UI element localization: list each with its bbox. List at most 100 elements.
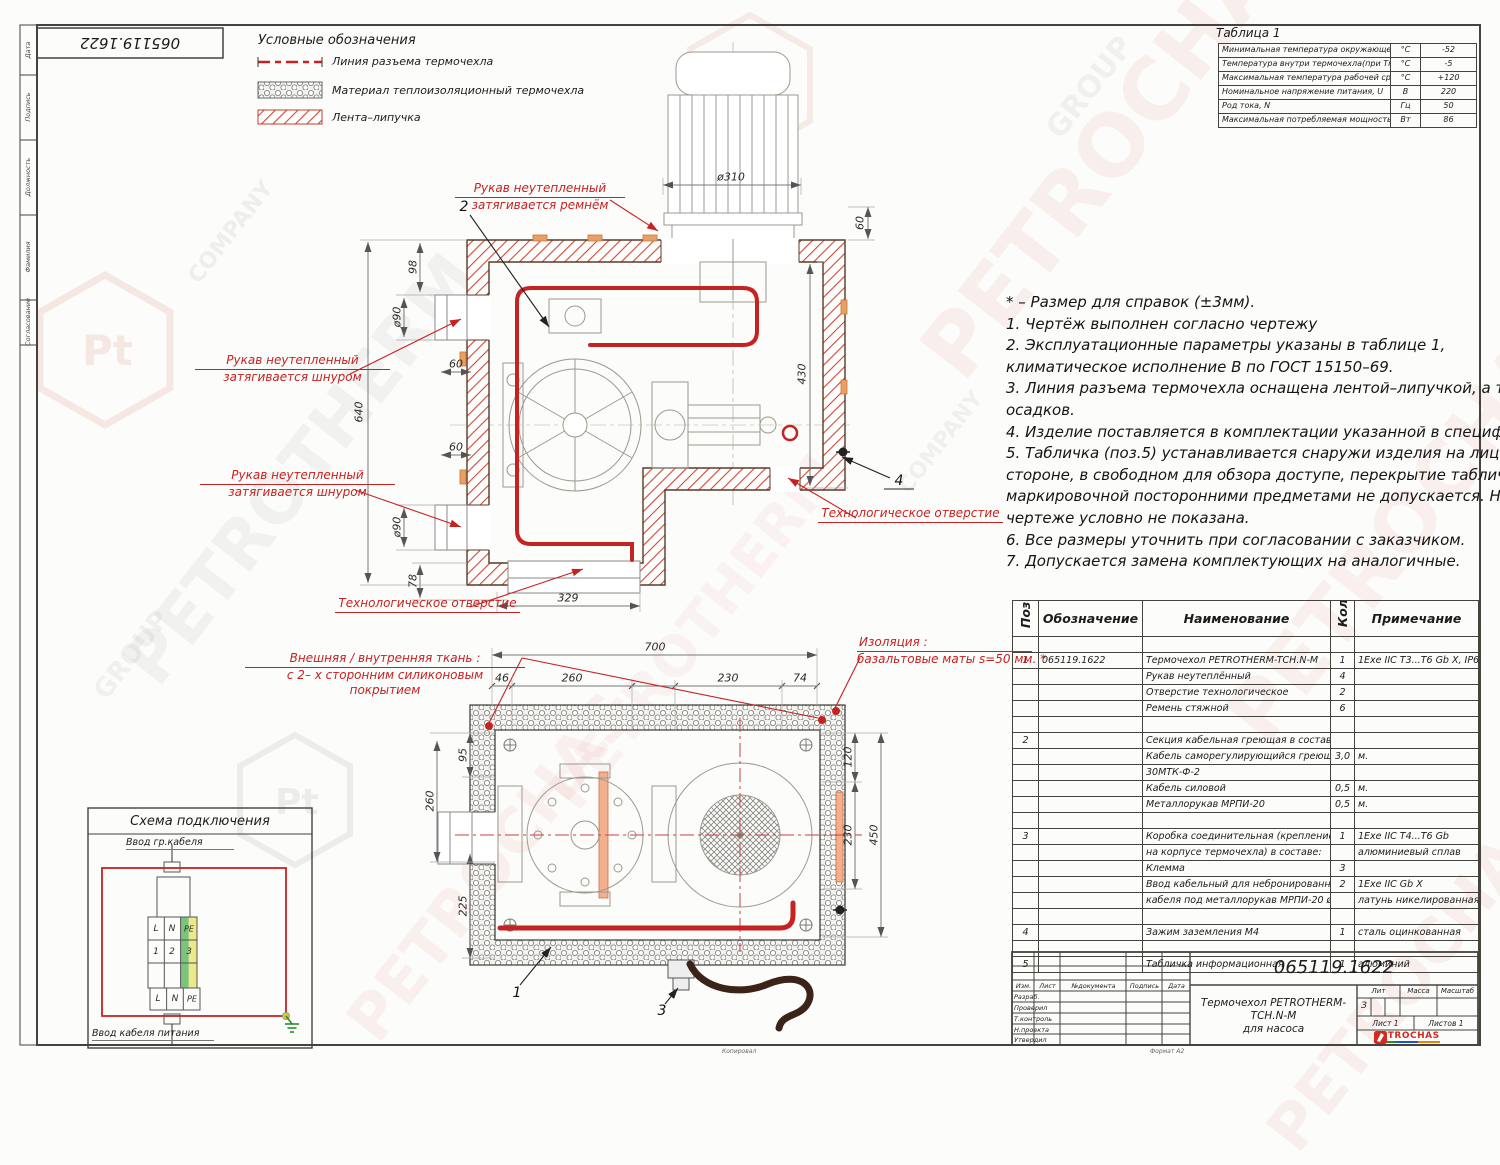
table-cell xyxy=(1012,812,1039,829)
table-cell xyxy=(1038,668,1143,685)
table-cell: 2 xyxy=(1330,684,1355,701)
centerlines xyxy=(455,718,862,952)
dim-78: 78 xyxy=(406,574,420,588)
table-cell xyxy=(1038,748,1143,765)
connection-scheme xyxy=(87,807,313,1049)
legend-symbols xyxy=(257,57,323,125)
note-line: 3. Линия разъема термочехла оснащена лен… xyxy=(1006,379,1500,398)
heating-cable-bottom xyxy=(497,900,796,931)
item-number-2: 2 xyxy=(459,199,469,215)
table-cell: Рукав неутеплённый xyxy=(1142,668,1331,685)
table-cell: °С xyxy=(1390,57,1421,72)
dim-230-a: 230 xyxy=(717,671,739,685)
terminal-N-top: N xyxy=(168,924,176,934)
table-cell: °С xyxy=(1390,43,1421,58)
table-row: 30МТК-Ф-2 xyxy=(1012,764,1479,781)
titleblock-col-date: Дата xyxy=(1168,982,1185,990)
note-line: климатическое исполнение В по ГОСТ 15150… xyxy=(1006,357,1394,376)
table-cell: -52 xyxy=(1420,43,1477,58)
callout-line: затягивается шнуром xyxy=(228,485,367,499)
titleblock-doc-number: 065119.1622 xyxy=(1273,957,1395,978)
table-cell: 1 xyxy=(1330,652,1355,669)
table-cell: 3 xyxy=(1012,828,1039,845)
table-row xyxy=(1012,940,1479,957)
dim-60-c: 60 xyxy=(853,216,867,230)
note-line: 7. Допускается замена комплектующих на а… xyxy=(1006,552,1461,571)
petrochas-logo-icon xyxy=(1374,1031,1387,1044)
table-cell xyxy=(1012,892,1039,909)
titleblock-lit-value: З xyxy=(1361,1001,1367,1011)
table-row xyxy=(1012,636,1479,653)
table-cell xyxy=(1330,892,1355,909)
note-line: 6. Все размеры уточнить при согласовании… xyxy=(1006,530,1466,549)
table-row xyxy=(1012,908,1479,925)
table-cell: алюминий xyxy=(1354,956,1479,973)
table-cell xyxy=(1012,860,1039,877)
table-cell: Кабель силовой xyxy=(1142,780,1331,797)
titleblock-col-list: Лист xyxy=(1039,982,1056,990)
bolts xyxy=(503,738,813,932)
table-cell xyxy=(1038,764,1143,781)
scheme-wire-loop xyxy=(101,867,287,1017)
table-cell xyxy=(1038,796,1143,813)
dim-700: 700 xyxy=(644,640,666,654)
text-layer: 065119.1622 Дата Подпись Должность Фамил… xyxy=(24,26,1500,1055)
titleblock-mass-label: Масса xyxy=(1407,987,1430,995)
table-cell: 220 xyxy=(1420,85,1477,100)
dim-430: 430 xyxy=(795,363,809,385)
table-cell: кабеля под металлорукав МРПИ-20 ø6–14мм. xyxy=(1142,892,1331,909)
terminal-1: 1 xyxy=(153,947,159,957)
note-line: 1. Чертёж выполнен согласно чертежу xyxy=(1006,314,1318,333)
table-cell xyxy=(1012,748,1039,765)
table-cell: 1Exe IIC T4...T6 Gb xyxy=(1354,828,1479,845)
strip-label-date: Дата xyxy=(24,41,32,59)
table-cell: 3,0 xyxy=(1330,748,1355,765)
cable-loop xyxy=(781,424,799,442)
table-cell xyxy=(1354,684,1479,701)
dim-46: 46 xyxy=(495,671,509,685)
table-cell xyxy=(1354,636,1479,653)
insulation-material-swatch xyxy=(257,81,323,99)
callout-sleeve-cord-2: Рукав неутепленный затягивается шнуром xyxy=(200,468,395,500)
drawing-canvas xyxy=(19,24,1481,1049)
table-cell xyxy=(1330,764,1355,781)
table-cell xyxy=(1012,844,1039,861)
table-cell: 0,5 xyxy=(1330,796,1355,813)
titleblock-col-sign: Подпись xyxy=(1129,982,1160,990)
table-cell: Зажим заземления М4 xyxy=(1142,924,1331,941)
spec-header-note: Примечание xyxy=(1354,600,1479,637)
table-cell xyxy=(1012,796,1039,813)
table-cell: Секция кабельная греющая в составе: xyxy=(1142,732,1331,749)
callout-line: Изоляция : xyxy=(857,635,1032,652)
titleblock-row-developed: Разраб. xyxy=(1014,993,1040,1001)
table-cell: 1 xyxy=(1330,828,1355,845)
table-cell xyxy=(1142,908,1331,925)
table-cell: 065119.1622 xyxy=(1038,652,1143,669)
dim-95: 95 xyxy=(456,748,470,762)
note-line: * – Размер для справок (±3мм). xyxy=(1006,293,1256,311)
titleblock-row-nproject: Н.проекта xyxy=(1014,1026,1050,1034)
table-cell xyxy=(1354,764,1479,781)
terminal-L-top: L xyxy=(153,924,159,934)
legend-item-label: Линия разъема термочехла xyxy=(332,55,494,68)
table-cell: алюминиевый сплав xyxy=(1354,844,1479,861)
table-cell: 86 xyxy=(1420,113,1477,128)
table-cell: м. xyxy=(1354,796,1479,813)
table-cell xyxy=(1354,716,1479,733)
note-line: 2. Эксплуатационные параметры указаны в … xyxy=(1006,336,1446,355)
leader-lines xyxy=(349,199,914,1005)
table-cell: 1Exe IIC T3...T6 Gb X, IP65 xyxy=(1354,652,1479,669)
format-label: Формат А2 xyxy=(1150,1048,1185,1055)
table-cell xyxy=(1330,844,1355,861)
petrochas-logo: PETROCHAS xyxy=(1374,1031,1440,1044)
callout-sleeve-cord-1: Рукав неутепленный затягивается шнуром xyxy=(195,353,390,385)
spec-header-designation: Обозначение xyxy=(1038,600,1143,637)
